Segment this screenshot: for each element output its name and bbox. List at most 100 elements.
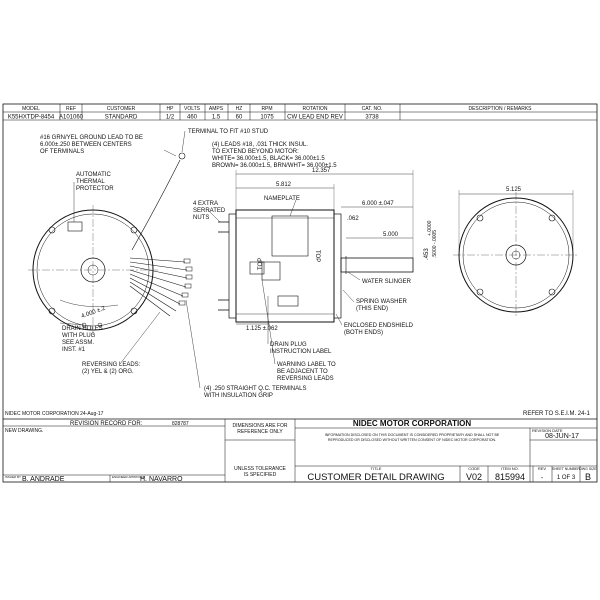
tol-1: UNLESS TOLERANCE <box>234 466 286 472</box>
title-label: TITLE <box>371 466 382 471</box>
item-label: ITEM NO. <box>501 466 519 471</box>
note-qc-1: (4) .250 STRAIGHT Q.C. TERMINALS <box>204 386 306 392</box>
engineer-label: ENGINEER APPROVED <box>112 475 146 479</box>
proprietary-2: REPRODUCED OR DISCLOSED WITHOUT WRITTEN … <box>328 438 496 442</box>
revision-record-number: 828787 <box>172 421 189 427</box>
note-nameplate: NAMEPLATE <box>264 196 300 202</box>
dim-062: .062 <box>347 216 359 222</box>
cell-hz: 60 <box>236 115 243 121</box>
hdr-rpm: RPM <box>261 106 272 112</box>
lead-end-notes: #16 GRN/YEL GROUND LEAD TO BE 6.000±.250… <box>40 129 306 399</box>
drawing-title: CUSTOMER DETAIL DRAWING <box>307 472 444 483</box>
sheet-label: SHEET NUMBER <box>552 467 580 471</box>
note-rev-2: (2) YEL & (2) ORG. <box>82 369 134 375</box>
hdr-rotation: ROTATION <box>302 106 327 112</box>
title-block-text: REVISION RECORD FOR: 828787 NEW DRAWING.… <box>5 419 597 483</box>
rev: - <box>541 475 544 482</box>
note-dplug-2: INSTRUCTION LABEL <box>270 349 332 355</box>
hdr-ref: REF <box>66 106 76 112</box>
note-enclosed-2: (BOTH ENDS) <box>344 330 383 336</box>
note-enclosed-1: ENCLOSED ENDSHIELD <box>344 323 414 329</box>
note-warn-2: BE ADJACENT TO <box>277 369 328 375</box>
note-leads-4: BROWN= 36.000±1.5, BRN/WHT= 36.000±1.5 <box>212 163 337 169</box>
dim-5000: 5.000 <box>383 232 399 238</box>
note-auto-1: AUTOMATIC <box>76 172 111 178</box>
note-auto-3: PROTECTOR <box>76 186 114 192</box>
sheet-border <box>2 103 598 483</box>
note-ground-lead-3: OF TERMINALS <box>40 149 84 155</box>
cell-model: K55HXTDP-8454 <box>8 115 55 121</box>
dim-6000: 6.000 ±.047 <box>362 201 394 207</box>
rev-label: REV <box>538 466 547 471</box>
corp-date: NIDEC MOTOR CORPORATION 24-Aug-17 <box>5 411 104 417</box>
dwg-label: DWG SIZE <box>579 467 597 471</box>
dim-dia-5125: 5.125 <box>506 187 522 193</box>
shaft-end-view <box>453 190 579 318</box>
note-spring-1: SPRING WASHER <box>356 299 407 305</box>
cell-cat-no: 3738 <box>365 115 379 121</box>
note-terminal-stud: TERMINAL TO FIT #10 STUD <box>188 129 269 135</box>
dim-bolt-circle: 4.000 ±.2 <box>81 305 107 319</box>
note-dplug-1: DRAIN PLUG <box>270 342 307 348</box>
code-label: CODE <box>468 466 480 471</box>
dim-ref-1: DIMENSIONS ARE FOR <box>232 423 287 429</box>
note-warn-1: WARNING LABEL TO <box>277 362 336 368</box>
dim-body: 5.812 <box>276 182 292 188</box>
cell-ref: A101060 <box>59 115 84 121</box>
note-spring-2: (THIS END) <box>356 306 388 312</box>
label-top-1: TOP <box>314 250 320 262</box>
hdr-model: MODEL <box>22 106 40 112</box>
hdr-customer: CUSTOMER <box>107 106 136 112</box>
dim-shaft-dia: .5000 -.0005 <box>432 230 438 258</box>
cell-hp: 1/2 <box>166 115 175 121</box>
hdr-volts: VOLTS <box>184 106 201 112</box>
side-view-notes: (4) LEADS #18, .031 THICK INSUL. TO EXTE… <box>193 142 438 382</box>
cell-volts: 460 <box>187 115 198 121</box>
side-view <box>207 170 414 365</box>
note-drain-2: WITH PLUG <box>62 333 96 339</box>
revision-date: 08-JUN-17 <box>545 433 579 440</box>
cell-amps: 1.5 <box>212 115 221 121</box>
note-drain-1: DRAIN HOLES <box>62 326 103 332</box>
note-drain-4: INST. #1 <box>62 347 86 353</box>
revision-record-label: REVISION RECORD FOR: <box>70 421 143 427</box>
company-name: NIDEC MOTOR CORPORATION <box>353 419 472 428</box>
note-auto-2: THERMAL <box>76 179 105 185</box>
cell-customer: STANDARD <box>105 115 138 121</box>
lead-end-view <box>28 130 201 389</box>
note-ground-lead-1: #16 GRN/YEL GROUND LEAD TO BE <box>40 135 143 141</box>
dim-shaft-tol: +.0000 <box>427 220 433 236</box>
code: V02 <box>466 472 482 482</box>
note-water: WATER SLINGER <box>362 279 412 285</box>
note-rev-1: REVERSING LEADS: <box>82 362 141 368</box>
title-block <box>3 418 597 482</box>
note-leads-1: (4) LEADS #18, .031 THICK INSUL. <box>212 142 308 148</box>
dim-1125: 1.125 ±.062 <box>246 326 278 332</box>
hdr-hp: HP <box>167 106 175 112</box>
engineer: H. NAVARRO <box>140 476 183 483</box>
note-drain-3: SEE ASSM. <box>62 340 94 346</box>
note-qc-2: WITH INSULATION GRIP <box>204 393 273 399</box>
note-ground-lead-2: 6.000±.250 BETWEEN CENTERS <box>40 142 132 148</box>
issued-by: B. ANDRADE <box>22 476 65 483</box>
issued-by-label: ISSUED BY <box>5 475 21 479</box>
hdr-cat-no: CAT. NO. <box>362 106 383 112</box>
sheet: 1 OF 3 <box>557 475 576 481</box>
refer-seim: REFER TO S.E.I.M. 24-1 <box>523 411 590 417</box>
spec-table-row: K55HXTDP-8454 A101060 STANDARD 1/2 460 1… <box>8 115 380 121</box>
hdr-amps: AMPS <box>209 106 224 112</box>
cell-rpm: 1075 <box>260 115 274 121</box>
revision-date-label: REVISION DATE <box>532 428 563 433</box>
note-nuts-3: NUTS <box>193 215 209 221</box>
note-nuts-1: 4 EXTRA <box>193 201 218 207</box>
item-no: 815994 <box>495 472 525 482</box>
label-top-2: TOP <box>258 258 264 270</box>
dwg-size: B <box>585 472 591 482</box>
note-warn-3: REVERSING LEADS <box>277 376 334 382</box>
hdr-description: DESCRIPTION / REMARKS <box>468 106 532 112</box>
note-nuts-2: SERRATED <box>193 208 226 214</box>
proprietary-1: INFORMATION DISCLOSED ON THIS DOCUMENT I… <box>325 433 500 437</box>
dim-453: .453 <box>424 248 430 260</box>
dim-ref-2: REFERENCE ONLY <box>237 429 283 435</box>
